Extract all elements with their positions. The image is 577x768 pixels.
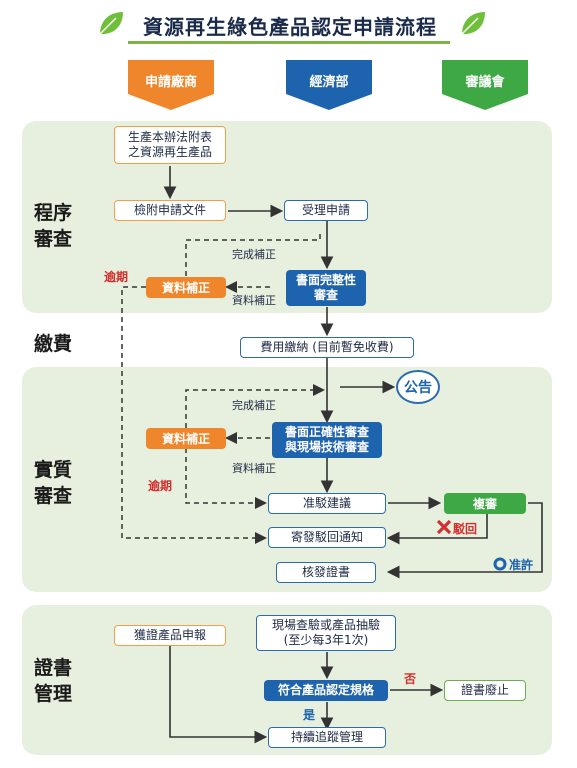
label-no: 否 [404,672,417,686]
node-correctness-review: 書面正確性審查 與現場技術審查 [272,422,382,458]
node-sampling: 現場查驗或產品抽驗 (至少每3年1次) [256,615,396,651]
node-fee-payment: 費用繳納 (目前暫免收費) [240,337,414,358]
band-substantive [22,367,552,592]
node-completeness-review: 書面完整性 審查 [286,270,366,306]
section-substantive: 實質 審查 [34,459,73,507]
node-re-review: 複審 [444,493,526,514]
node-issue-certificate: 核發證書 [276,562,376,583]
lane-label-applicant: 申請廠商 [144,75,197,90]
label-yes: 是 [303,708,316,722]
section-fee: 繳費 [34,333,73,355]
label-reject: 駁回 [453,522,478,536]
page-title: 資源再生綠色產品認定申請流程 [143,15,437,39]
label-approve: 准許 [509,558,534,572]
label-completed-2: 完成補正 [232,399,276,412]
leaf-icon-left [96,8,126,38]
label-supplement-data-2: 資料補正 [232,462,276,475]
node-recycled-products: 生產本辦法附表 之資源再生產品 [114,126,226,164]
node-continuous-tracking: 持續追蹤管理 [268,727,386,748]
section-procedure: 程序 審查 [34,202,73,250]
node-supplement-2: 資料補正 [146,428,226,449]
label-overdue-2: 逾期 [148,479,173,493]
reject-x-icon [436,519,452,535]
node-meets-spec: 符合產品認定規格 [264,680,388,701]
node-announcement: 公告 [396,370,440,404]
node-send-rejection: 寄發駁回通知 [268,527,386,548]
label-completed-1: 完成補正 [232,248,276,261]
leaf-icon-right [458,8,488,38]
section-certificate: 證書 管理 [34,657,73,705]
label-overdue-1: 逾期 [104,270,129,284]
title-underline [128,41,450,44]
lane-label-ministry: 經濟部 [309,75,349,90]
lane-header-committee: 審議會 [442,60,528,110]
node-cert-void: 證書廢止 [444,680,526,701]
label-supplement-data-1: 資料補正 [232,294,276,307]
node-report-products: 獲證產品申報 [114,625,226,646]
lane-header-ministry: 經濟部 [286,60,372,110]
lane-header-applicant: 申請廠商 [128,60,214,110]
node-supplement-1: 資料補正 [146,277,226,298]
node-attach-docs: 檢附申請文件 [114,200,226,221]
node-approve-reject-proposal: 准駁建議 [268,493,386,514]
lane-label-committee: 審議會 [465,75,505,90]
approve-circle-icon [493,556,507,571]
node-accept-application: 受理申請 [284,200,368,221]
